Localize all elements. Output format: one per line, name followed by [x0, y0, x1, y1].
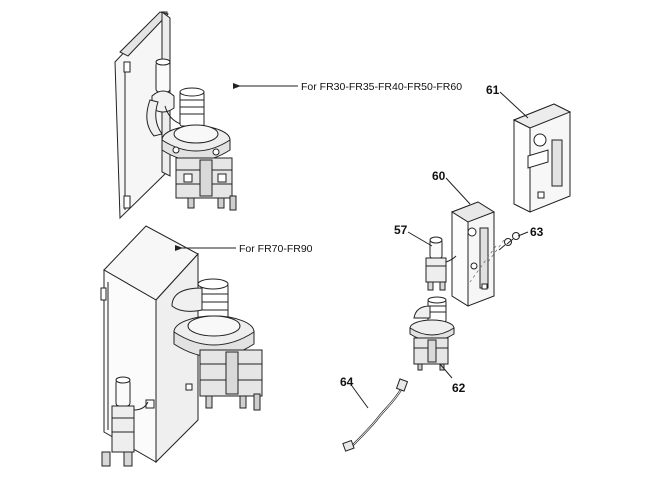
callout-60: 60 [432, 169, 446, 183]
assembly-bottom [100, 225, 263, 467]
part-62-pump [409, 296, 455, 371]
part-57-valve [425, 236, 457, 291]
variant-bottom-label: For FR70-FR90 [239, 243, 313, 255]
callout-64: 64 [340, 375, 354, 389]
part-64-harness [342, 378, 409, 452]
leader-60 [445, 177, 471, 205]
assembly-top [114, 11, 237, 220]
callout-61: 61 [486, 83, 500, 97]
part-63-screws [498, 232, 520, 251]
leader-62 [439, 363, 453, 379]
part-61-cover [512, 103, 572, 213]
callout-62: 62 [452, 381, 466, 395]
callout-63: 63 [530, 225, 544, 239]
inlet-valve-bottom [101, 376, 149, 467]
callout-57: 57 [394, 223, 408, 237]
leader-61 [499, 91, 529, 119]
drain-pump-bottom [171, 278, 263, 411]
variant-top-label: For FR30-FR35-FR40-FR50-FR60 [301, 81, 462, 93]
inlet-fitting-top [146, 58, 182, 137]
drain-pump-top [161, 87, 237, 211]
leader-57 [407, 231, 433, 247]
bracket-plate-top [114, 11, 169, 220]
part-60-bracket [450, 201, 496, 307]
leader-63 [517, 231, 529, 237]
leader-64 [351, 385, 369, 409]
